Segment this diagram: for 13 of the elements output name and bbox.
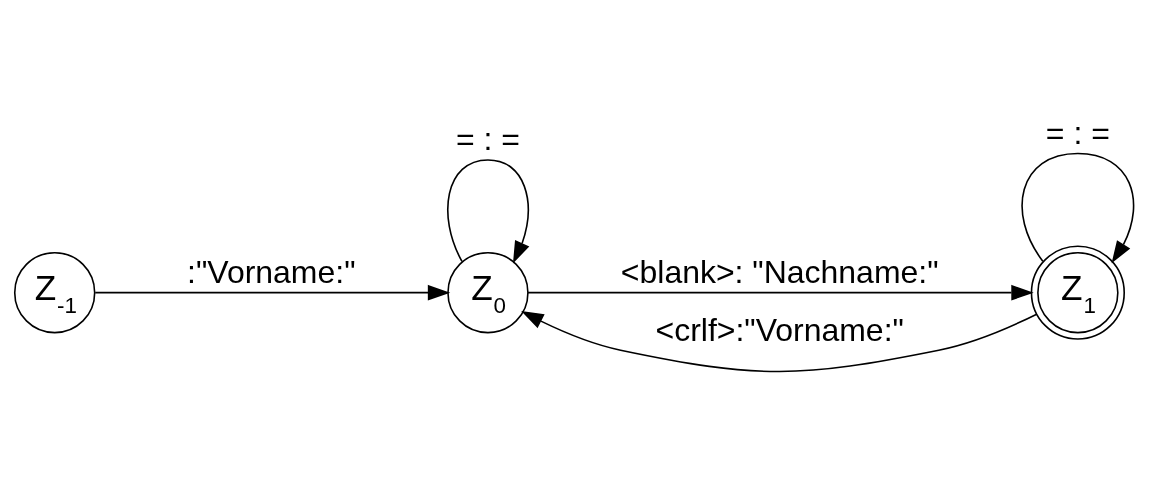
node-circle: Z$_{-1}$: [13, 251, 96, 333]
node-circle: Z$_{0}$: [447, 251, 529, 333]
edge-label: <crlf>:"Vorname:": [655, 311, 904, 348]
edge-label: <blank>: "Nachname:": [620, 253, 939, 290]
arrow: [1021, 152, 1135, 263]
arrow: [521, 310, 1038, 372]
arrow: [527, 284, 1034, 300]
arrow: [94, 284, 451, 300]
arrow: [447, 158, 530, 264]
edge-label: = : =: [1045, 114, 1110, 151]
edge-label: :"Vorname:": [187, 253, 356, 290]
edge-label: = : =: [455, 120, 520, 157]
node-circle: Z$_{1}$: [1030, 245, 1125, 340]
